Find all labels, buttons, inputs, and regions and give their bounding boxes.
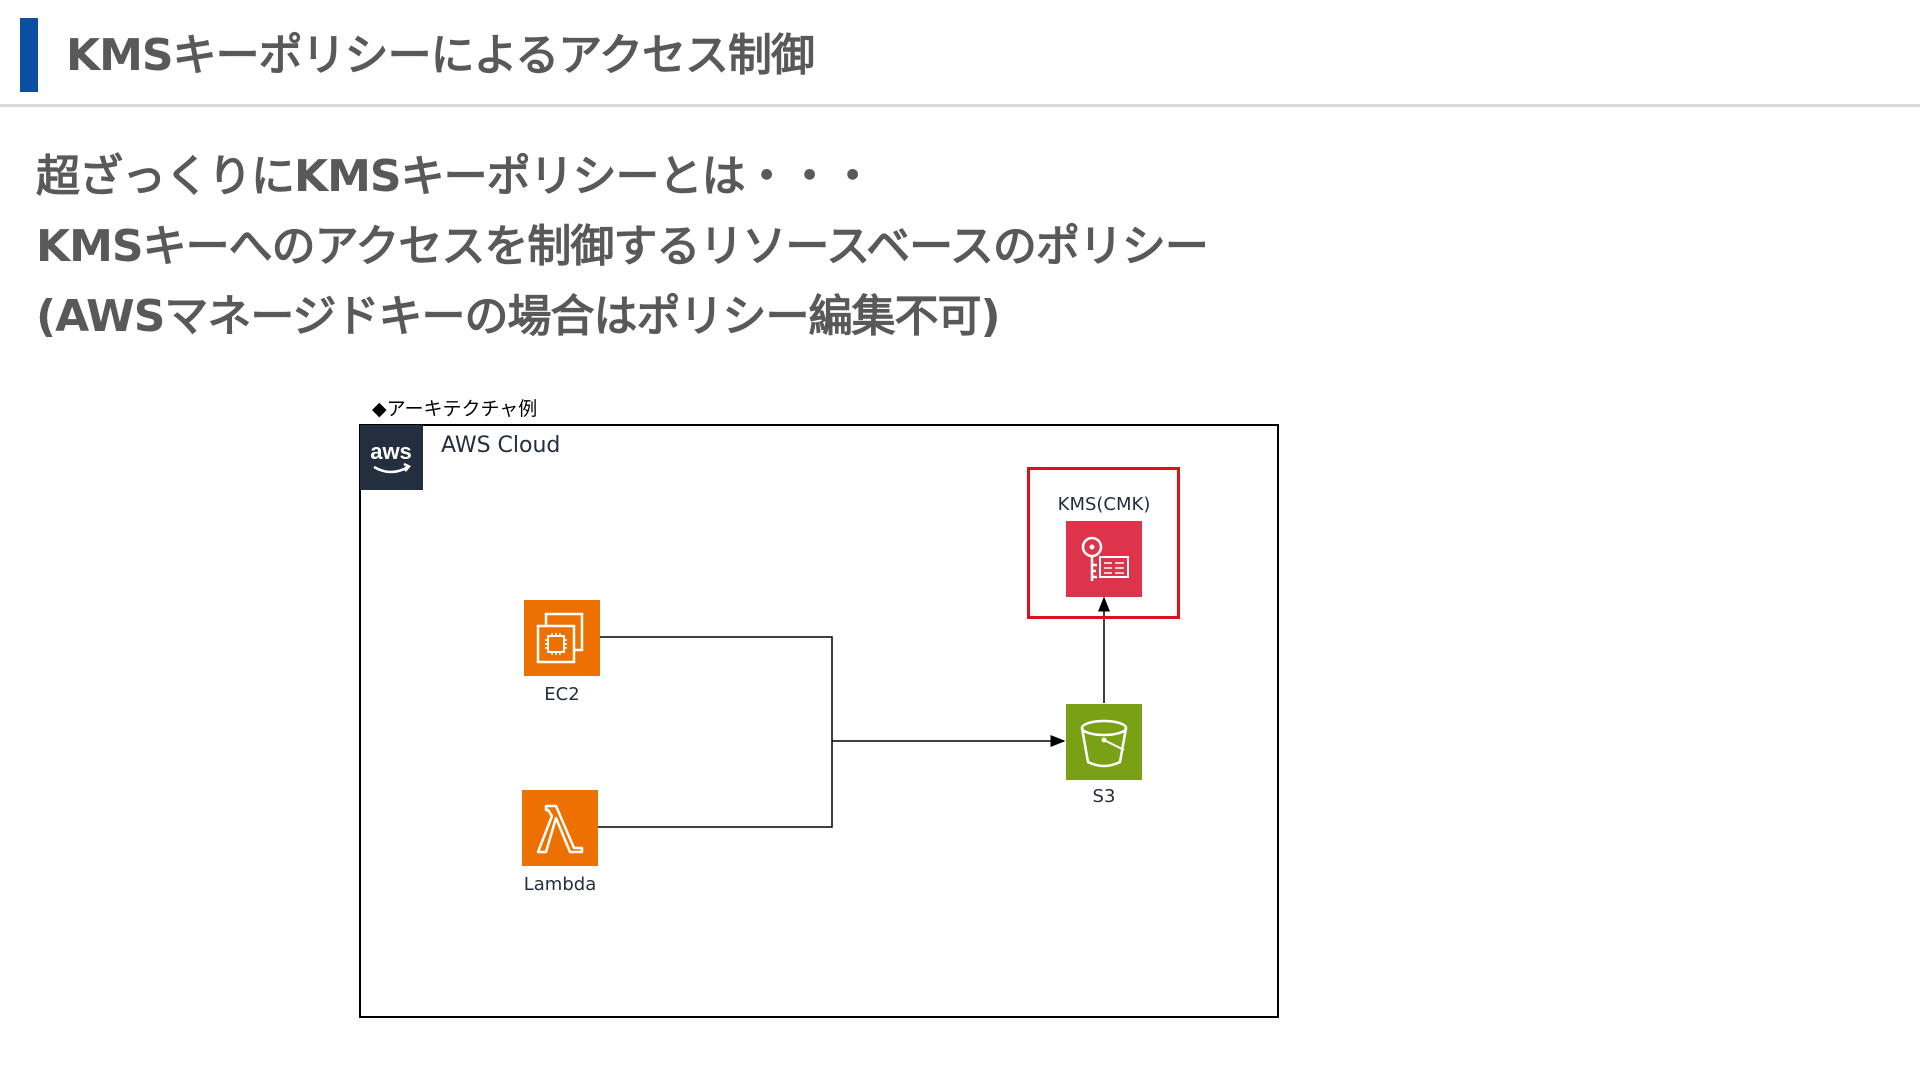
s3-bucket-icon [1066,704,1142,780]
lambda-label: Lambda [523,874,597,895]
title-accent-bar [20,18,38,92]
aws-cloud-label: AWS Cloud [441,433,561,458]
architecture-caption: ◆アーキテクチャ例 [372,398,538,420]
kms-label: KMS(CMK) [1057,494,1151,515]
body-line-1: 超ざっくりにKMSキーポリシーとは・・・ [36,151,875,202]
slide-title: KMSキーポリシーによるアクセス制御 [66,30,815,81]
kms-key-icon [1066,521,1142,597]
lambda-icon [522,790,598,866]
s3-label: S3 [1092,786,1116,807]
body-line-2: KMSキーへのアクセスを制御するリソースベースのポリシー [36,221,1209,272]
ec2-connector [600,636,833,741]
kms-highlight-box [1027,467,1180,619]
title-divider [0,104,1920,107]
ec2-instance-icon [524,600,600,676]
body-line-3: (AWSマネージドキーの場合はポリシー編集不可) [36,291,1001,342]
lambda-connector [598,741,833,828]
ec2-label: EC2 [544,684,580,705]
aws-logo-text: aws [370,439,412,464]
body-text: 超ざっくりにKMSキーポリシーとは・・・ KMSキーへのアクセスを制御するリソー… [36,142,1209,352]
aws-logo-icon: aws [360,425,423,490]
